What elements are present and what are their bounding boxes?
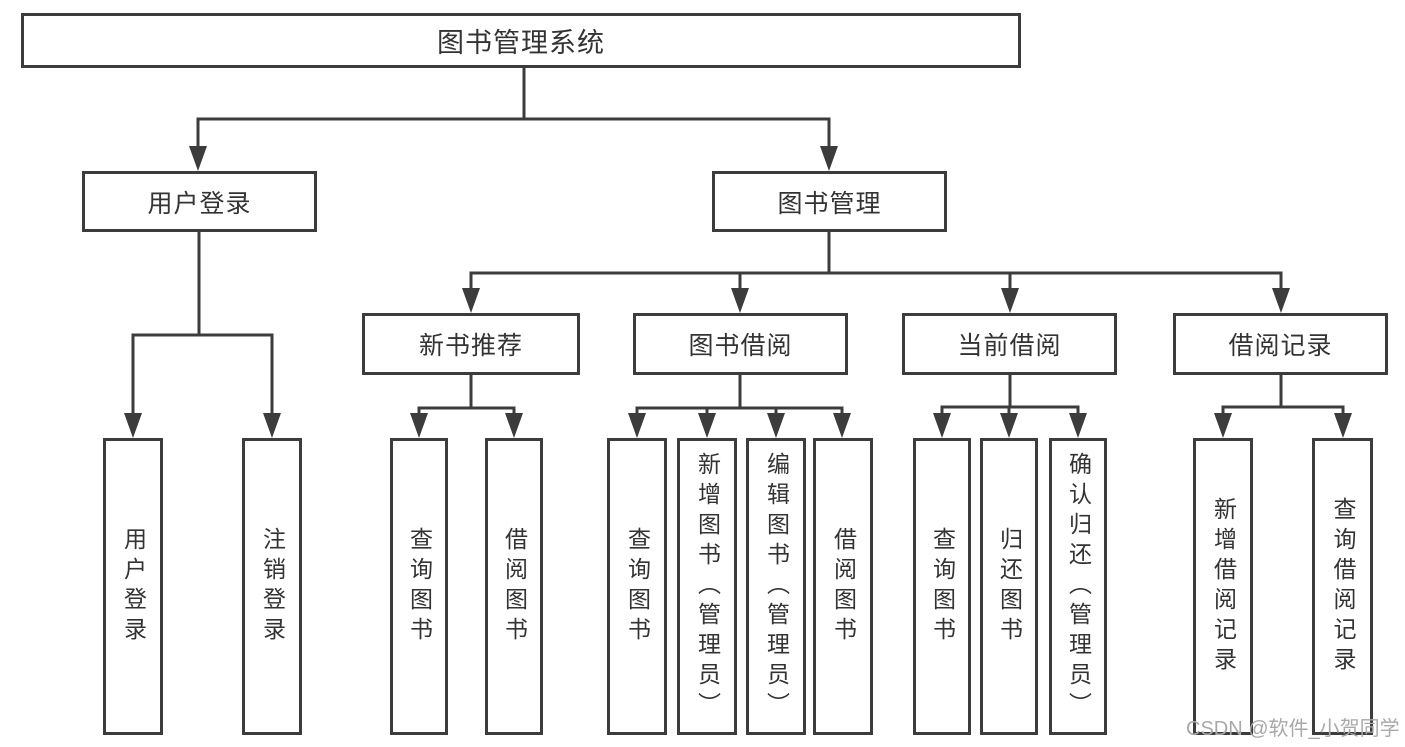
node-v-user-login: 用户登录 [103,438,163,735]
node-root: 图书管理系统 [21,13,1021,68]
arrowhead [263,413,281,438]
node-v-query-record: 查询借阅记录 [1312,438,1373,735]
arrowhead [410,413,428,438]
node-new-book-rec: 新书推荐 [362,313,580,375]
node-v-query-book-1: 查询图书 [390,438,448,735]
node-label: 编辑图书（管理员） [763,451,790,722]
arrowhead [698,413,716,438]
node-label: 查询图书 [929,526,956,647]
arrowhead [124,413,142,438]
node-current-borrow: 当前借阅 [902,313,1117,375]
arrowhead [820,146,838,171]
node-v-edit-book: 编辑图书（管理员） [746,438,806,735]
node-label: 查询图书 [406,526,433,647]
watermark-text: CSDN @软件_小贺同学 [1186,718,1400,740]
node-borrow-record: 借阅记录 [1173,313,1388,375]
node-book-mgmt: 图书管理 [712,171,947,232]
node-v-borrow-book-1: 借阅图书 [485,438,543,735]
node-book-borrow: 图书借阅 [633,313,848,375]
arrowhead [505,413,523,438]
node-user-login: 用户登录 [82,171,317,232]
arrowhead [1272,288,1290,313]
node-label: 确认归还（管理员） [1065,451,1092,722]
node-label: 查询借阅记录 [1330,496,1356,677]
node-label: 注销登录 [259,526,286,647]
arrowhead [628,413,646,438]
node-label: 新增图书（管理员） [694,451,721,722]
node-label: 归还图书 [996,526,1023,647]
arrowhead [933,413,951,438]
arrowhead [731,288,749,313]
node-v-return-book: 归还图书 [980,438,1038,735]
node-v-confirm-return: 确认归还（管理员） [1049,438,1107,735]
node-label: 用户登录 [120,526,147,647]
node-label: 图书管理系统 [437,28,605,58]
node-label: 借阅图书 [501,526,528,647]
node-v-borrow-book-2: 借阅图书 [813,438,873,735]
node-label: 新增借阅记录 [1210,496,1237,677]
node-label: 新书推荐 [418,332,523,360]
node-label: 借阅图书 [830,526,857,647]
node-label: 借阅记录 [1228,332,1333,360]
node-label: 用户登录 [147,189,252,218]
node-label: 查询图书 [624,526,651,647]
arrowhead [462,288,480,313]
node-label: 图书借阅 [688,332,793,360]
arrowhead [833,413,851,438]
node-v-add-record: 新增借阅记录 [1193,438,1253,735]
arrowhead [1334,413,1352,438]
arrowhead [1069,413,1087,438]
node-v-add-book: 新增图书（管理员） [677,438,737,735]
arrowhead [1214,413,1232,438]
arrowhead [189,146,207,171]
node-v-query-book-2: 查询图书 [607,438,667,735]
node-label: 当前借阅 [957,332,1062,360]
node-label: 图书管理 [777,189,882,218]
arrowhead [1001,288,1019,313]
node-v-query-book-3: 查询图书 [913,438,971,735]
arrowhead [1000,413,1018,438]
node-v-logout: 注销登录 [242,438,302,735]
arrowhead [767,413,785,438]
